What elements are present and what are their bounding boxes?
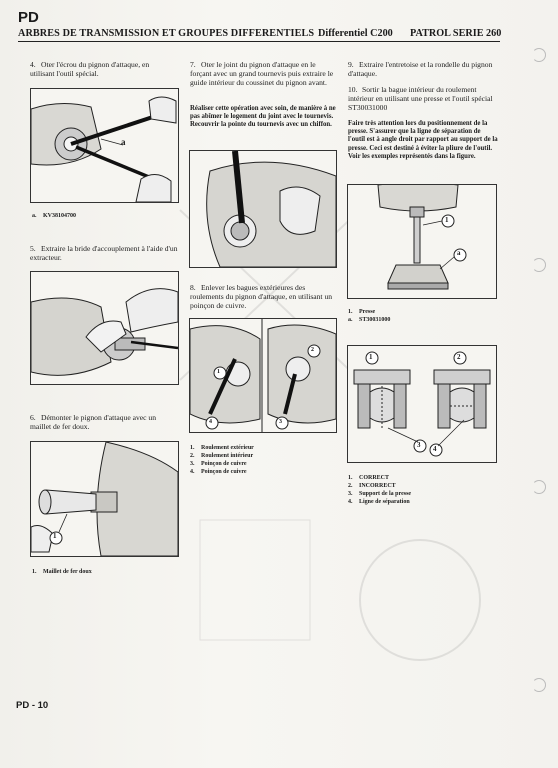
figure-tool-caption: 1. CORRECT 2. INCORRECT 3. Support de la pr… (348, 474, 498, 506)
callout-2: 2 (311, 347, 314, 353)
pinion-nut-illustration (31, 96, 177, 202)
figure-pinion-nut-removal: a (30, 88, 179, 203)
caption-text: Roulement intérieur (201, 453, 254, 459)
caption-key: 2. (190, 453, 195, 459)
tool-positioning-illustration (353, 351, 491, 457)
step-number: 7. (190, 60, 196, 69)
figure-bearing-race-removal: 1 2 3 4 (189, 318, 337, 433)
step-text: Oter l'écrou du pignon d'attaque, en uti… (30, 60, 150, 78)
callout-1: 1 (369, 353, 373, 361)
figure-press: 1 a (347, 184, 497, 299)
step-number: 9. (348, 60, 354, 69)
caption-line: 1. CORRECT (348, 474, 498, 482)
step-4: 4.Oter l'écrou du pignon d'attaque, en u… (30, 60, 170, 78)
figure-flange-extraction (30, 271, 179, 385)
step-text: Extraire la bride d'accouplement à l'aid… (30, 244, 178, 262)
caption-key: a. (32, 213, 37, 219)
callout-1: 1 (53, 532, 57, 540)
callout-4: 4 (433, 445, 437, 453)
caption-text: INCORRECT (359, 483, 396, 489)
screwdriver-illustration (206, 151, 336, 267)
step-8: 8.Enlever les bagues extérieures des rou… (190, 283, 338, 310)
drift-illustration (190, 319, 336, 432)
step-text: Sortir la bague intérieur du roulement i… (348, 85, 493, 112)
caption-line: 2. INCORRECT (348, 482, 498, 490)
caption-key: 4. (348, 499, 353, 505)
caption-key: a. (348, 317, 353, 323)
step-text: Extraire l'entretoise et la rondelle du … (348, 60, 493, 78)
caption-line: 4. Ligne de séparation (348, 498, 498, 506)
figure-1-caption: a. KV38104700 (32, 212, 76, 220)
step-text: Enlever les bagues extérieures des roule… (190, 283, 333, 310)
figure-seal-removal (189, 150, 337, 268)
differential-model: Differentiel C200 (318, 28, 393, 39)
figure-3-caption: 1. Maillet de fer doux (32, 568, 92, 576)
caption-line: 1. Presse (348, 308, 390, 316)
page-title: ARBRES DE TRANSMISSION ET GROUPES DIFFER… (18, 28, 315, 39)
caption-key: 4. (190, 469, 195, 475)
caption-key: 2. (348, 483, 353, 489)
caption-text: Maillet de fer doux (43, 569, 92, 575)
figure-press-caption: 1. Presse a. ST30031000 (348, 308, 390, 324)
step-number: 8. (190, 283, 196, 292)
caption-line: 3. Poinçon de cuivre (190, 460, 340, 468)
step-number: 6. (30, 413, 36, 422)
caption-text: Presse (359, 309, 376, 315)
page-number: PD - 10 (16, 700, 49, 711)
caption-key: 1. (190, 445, 195, 451)
step-10: 10.Sortir la bague intérieur du roulemen… (348, 85, 496, 112)
caption-text: Poinçon de cuivre (201, 469, 247, 475)
header-rule (18, 41, 500, 42)
caption-key: 1. (348, 309, 353, 315)
step-9: 9.Extraire l'entretoise et la rondelle d… (348, 60, 496, 78)
callout-1: 1 (445, 216, 449, 224)
section-code: PD (18, 9, 39, 26)
caption-key: 3. (348, 491, 353, 497)
step-number: 4. (30, 60, 36, 69)
caption-text: CORRECT (359, 475, 390, 481)
caption-key: 1. (32, 569, 37, 575)
press-illustration (377, 185, 467, 290)
caption-text: Roulement extérieur (201, 445, 254, 451)
callout-2: 2 (457, 353, 461, 361)
binder-hole (532, 678, 546, 692)
step-text: Oter le joint du pignon d'attaque en le … (190, 60, 334, 87)
callout-1: 1 (217, 369, 220, 375)
caption-key: 3. (190, 461, 195, 467)
mallet-illustration (31, 442, 178, 556)
caption-line: 1. Roulement extérieur (190, 444, 340, 452)
callout-4: 4 (209, 419, 212, 425)
caption-text: Ligne de séparation (359, 499, 410, 505)
step-number: 10. (348, 85, 358, 94)
step-7-note: Réaliser cette opération avec soin, de m… (190, 105, 336, 129)
caption-text: KV38104700 (43, 213, 76, 219)
callout-3: 3 (417, 441, 421, 449)
caption-text: Poinçon de cuivre (201, 461, 247, 467)
caption-line: 2. Roulement intérieur (190, 452, 340, 460)
caption-line: 4. Poinçon de cuivre (190, 468, 340, 476)
caption-key: 1. (348, 475, 353, 481)
step-5: 5.Extraire la bride d'accouplement à l'a… (30, 244, 178, 262)
binder-hole (532, 480, 546, 494)
step-10-note: Faire très attention lors du positionnem… (348, 120, 498, 160)
figure-bearing-caption: 1. Roulement extérieur 2. Roulement intéri… (190, 444, 340, 476)
step-6: 6.Démonter le pignon d'attaque avec un m… (30, 413, 178, 431)
flange-puller-illustration (31, 288, 178, 376)
step-7: 7.Oter le joint du pignon d'attaque en l… (190, 60, 338, 87)
step-number: 5. (30, 244, 36, 253)
figure-tool-positioning: 1 2 3 4 (347, 345, 497, 463)
callout-a: a (121, 137, 126, 147)
step-text: Démonter le pignon d'attaque avec un mai… (30, 413, 157, 431)
binder-hole (532, 258, 546, 272)
caption-text: ST30031000 (359, 317, 391, 323)
caption-line: 3. Support de la presse (348, 490, 498, 498)
callout-a: a (457, 249, 461, 257)
vehicle-model: PATROL SERIE 260 (410, 28, 502, 39)
caption-line: a. ST30031000 (348, 316, 390, 324)
binder-hole (532, 48, 546, 62)
callout-3: 3 (279, 419, 282, 425)
figure-pinion-removal-mallet: 1 (30, 441, 179, 557)
caption-text: Support de la presse (359, 491, 412, 497)
